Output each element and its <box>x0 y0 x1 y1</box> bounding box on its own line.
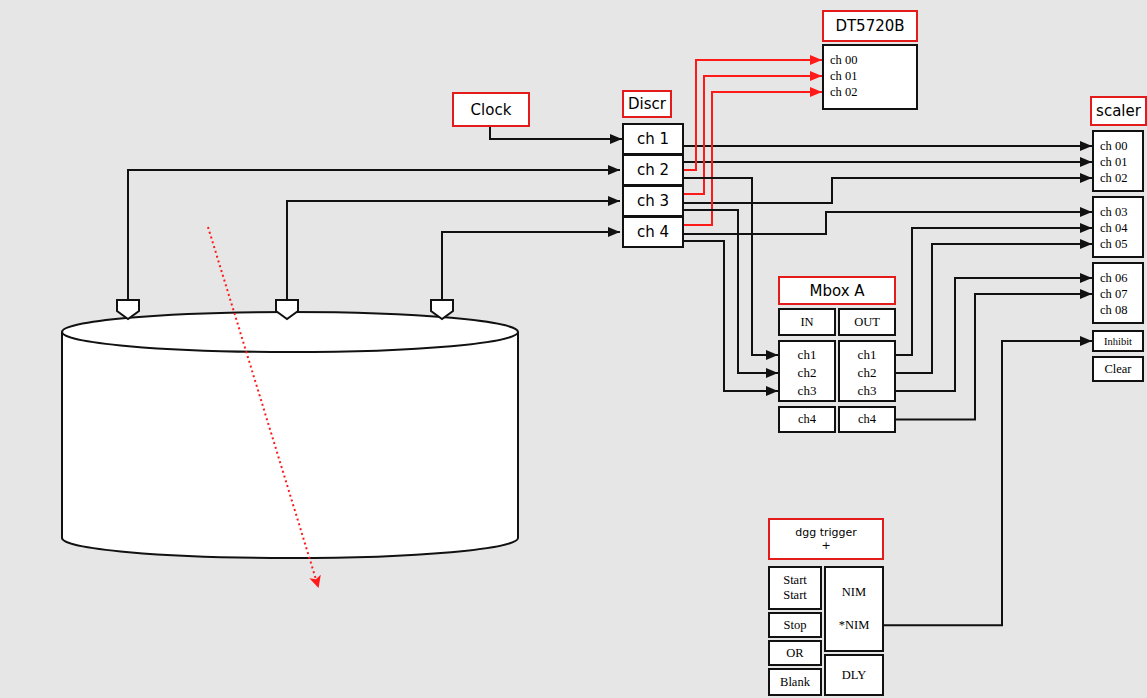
digitizer-signal <box>684 76 822 194</box>
node-label: ch 1 <box>637 130 669 148</box>
node-label: ch 2 <box>637 161 669 179</box>
signal-wire <box>896 228 1092 355</box>
pmt-wire <box>442 232 620 300</box>
signal-wire <box>490 127 622 139</box>
node-label: ch 05 <box>1100 236 1127 252</box>
control-input: Stop <box>768 612 822 638</box>
module-title: scaler <box>1090 96 1147 126</box>
node-label: ch 01 <box>830 68 857 84</box>
channel-box: ch4 <box>778 406 836 433</box>
signal-wire <box>896 294 1092 420</box>
control-input: Inhibit <box>1092 330 1144 352</box>
node-label: Clock <box>471 101 512 119</box>
node-label: OUT <box>854 315 880 330</box>
channel-group: ch1ch2ch3 <box>838 340 896 402</box>
channel-group: ch 03ch 04ch 05 <box>1092 196 1144 258</box>
node-label: NIM <box>842 585 866 600</box>
node-label: ch 06 <box>1100 270 1127 286</box>
node-label: Blank <box>780 675 810 690</box>
node-label: DT5720B <box>835 17 904 35</box>
pmt-wire <box>128 170 620 300</box>
node-label: ch 03 <box>1100 204 1127 220</box>
node-label: Start Start <box>777 573 813 603</box>
node-label: DLY <box>842 668 866 683</box>
channel-group: ch 06ch 07ch 08 <box>1092 262 1144 324</box>
node-label: ch2 <box>858 364 877 382</box>
signal-wire <box>684 241 778 391</box>
signal-wire <box>684 178 1092 203</box>
node-label: Stop <box>784 618 807 633</box>
node-label: Discr <box>628 95 666 113</box>
channel-box: ch 4 <box>622 216 684 248</box>
module-title: Mbox A <box>778 276 896 305</box>
control-input: Blank <box>768 668 822 696</box>
signal-wire <box>684 210 778 373</box>
node-label: Inhibit <box>1104 336 1132 347</box>
node-label: ch4 <box>858 412 876 427</box>
channel-box: ch4 <box>838 406 896 433</box>
control-input: Start Start <box>768 566 822 610</box>
node-label: ch 00 <box>830 52 857 68</box>
node-label: ch2 <box>798 364 817 382</box>
signal-wire <box>684 178 778 355</box>
node-label: OR <box>786 646 803 661</box>
node-label: ch 00 <box>1100 138 1127 154</box>
channel-group: ch 00ch 01ch 02 <box>822 44 918 110</box>
node-label: ch 4 <box>637 223 669 241</box>
signal-wire <box>884 341 1092 625</box>
node-label: ch 01 <box>1100 154 1127 170</box>
control-input: Clear <box>1092 356 1144 382</box>
node-label: ch4 <box>798 412 816 427</box>
node-label: dgg trigger + <box>795 526 857 552</box>
channel-box: ch 2 <box>622 154 684 186</box>
channel-box: ch 1 <box>622 123 684 155</box>
signal-wire <box>684 212 1092 234</box>
tank-body <box>62 332 518 558</box>
node-label: Clear <box>1104 362 1131 377</box>
channel-box: ch 3 <box>622 185 684 217</box>
output-group: NIM *NIM <box>824 566 884 652</box>
module-title: Discr <box>622 90 672 118</box>
particle-track <box>208 227 318 586</box>
node-label: ch 3 <box>637 192 669 210</box>
clock-box: Clock <box>452 92 530 127</box>
pmt-symbol <box>276 300 298 319</box>
node-label: ch 02 <box>1100 170 1127 186</box>
node-label: ch1 <box>798 346 817 364</box>
output-box: DLY <box>824 654 884 696</box>
channel-group: ch 00ch 01ch 02 <box>1092 130 1144 192</box>
column-header: IN <box>778 308 836 336</box>
node-label: ch3 <box>798 382 817 400</box>
node-label: ch 04 <box>1100 220 1127 236</box>
node-label: *NIM <box>839 618 870 633</box>
signal-wire <box>684 145 1092 147</box>
pmt-wire <box>287 201 620 300</box>
module-title: DT5720B <box>822 10 918 42</box>
channel-group: ch1ch2ch3 <box>778 340 836 402</box>
module-title: dgg trigger + <box>768 518 884 560</box>
node-label: IN <box>800 315 813 330</box>
node-label: ch3 <box>858 382 877 400</box>
control-input: OR <box>768 640 822 666</box>
signal-wire <box>684 161 1092 163</box>
node-label: ch 08 <box>1100 302 1127 318</box>
node-label: ch 02 <box>830 84 857 100</box>
pmt-symbol <box>431 300 453 319</box>
signal-wire <box>896 244 1092 373</box>
node-label: ch 07 <box>1100 286 1127 302</box>
node-label: scaler <box>1096 102 1141 120</box>
node-label: ch1 <box>858 346 877 364</box>
column-header: OUT <box>838 308 896 336</box>
pmt-symbol <box>117 300 139 319</box>
node-label: Mbox A <box>809 282 864 300</box>
